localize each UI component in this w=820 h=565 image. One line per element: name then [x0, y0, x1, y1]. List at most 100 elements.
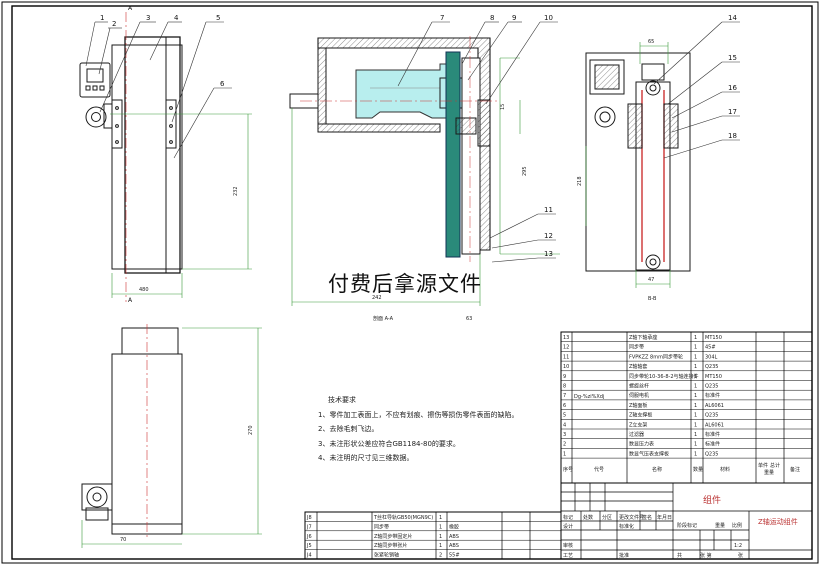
bom-row-name: Z立支架: [629, 421, 647, 428]
bom-row-material: ABS: [449, 543, 459, 549]
bom-header-total-weight: 总计: [770, 462, 780, 469]
balloon-15: 15: [728, 54, 737, 62]
bom-row-qty: 1: [694, 374, 697, 380]
balloon-12: 12: [544, 232, 553, 240]
rear-view: [585, 52, 691, 272]
bom-row-name: 数显气压表支撑板: [629, 450, 669, 457]
bom-row-no: 5: [563, 413, 566, 419]
balloon-16: 16: [728, 84, 737, 92]
balloon-7: 7: [440, 14, 444, 22]
bom-row-material: Q235: [705, 451, 718, 457]
bom-row-name: 伺服电机: [629, 392, 649, 399]
filter-body: [85, 106, 107, 128]
balloon-17: 17: [728, 108, 737, 116]
bom-row-material: Q235: [705, 364, 718, 370]
bom-row-material: MT150: [705, 374, 722, 380]
tb-sheet-total: 共: [677, 552, 682, 559]
side-knob-core: [92, 492, 102, 502]
bom-row-name: 张紧轮销轴: [374, 552, 399, 559]
bom-row-no: 9: [563, 374, 566, 380]
bom-row-qty: 1: [694, 354, 697, 360]
requirement-item: 4、未注明的尺寸见三维数据。: [318, 454, 414, 462]
bom-row-name: Z轴同步带固定片: [374, 533, 412, 540]
bom-row-name: 螺旋丝杆: [629, 383, 649, 390]
bom-row-qty: 1: [439, 534, 442, 540]
requirements-title: 技术要求: [328, 396, 356, 404]
balloon-14: 14: [728, 14, 737, 22]
bom-row-material: 55#: [449, 553, 460, 559]
tb-zone: 分区: [602, 514, 612, 521]
rail-block: [477, 99, 491, 147]
tb-sign: 签名: [642, 514, 652, 521]
balloon-4: 4: [174, 14, 179, 22]
balloon-11: 11: [544, 206, 553, 214]
pressure-gauge-button: [85, 85, 91, 91]
front-view: [79, 36, 183, 274]
balloon-9: 9: [512, 14, 516, 22]
bom-row-name: 数显压力表: [629, 441, 654, 448]
tb-check: 审核: [563, 542, 573, 549]
side-top-block: [121, 327, 179, 355]
pressure-gauge-housing: [79, 62, 111, 98]
bom-row-no: J7: [306, 524, 312, 530]
tb-stage: 阶段标记: [677, 522, 697, 529]
bom-row-qty: 1: [694, 335, 697, 341]
dim-label: 63: [466, 316, 472, 322]
bom-header-material: 材料: [720, 466, 730, 473]
bearing-block: [455, 117, 477, 135]
bom-row-no: J8: [306, 515, 312, 521]
leader-lines-view2: [397, 21, 558, 263]
bom-row-no: 3: [563, 432, 566, 438]
filter-rear-core: [599, 111, 611, 123]
pulley-bottom: [645, 254, 661, 270]
guide-plate: [445, 51, 461, 258]
bom-upper-table: [560, 331, 813, 484]
pressure-gauge-button: [92, 85, 98, 91]
bom-row-material: 304L: [705, 354, 718, 360]
bom-row-material: 标准件: [705, 441, 720, 448]
section-view: [289, 37, 491, 258]
servo-motor: [355, 63, 449, 119]
dim-label: 218: [577, 176, 583, 186]
tb-weight: 重量: [715, 522, 725, 529]
tb-approve: 批准: [619, 552, 629, 559]
bom-header-weight: 重量: [764, 469, 774, 476]
balloon-8: 8: [490, 14, 494, 22]
tb-design: 设计: [563, 523, 573, 530]
bom-header-qty: 数量: [693, 466, 703, 473]
tb-sheet-no: 张 第: [700, 552, 712, 559]
front-column-plate: [124, 36, 181, 274]
bom-row-name: Z轴同步带张片: [374, 542, 407, 549]
bom-row-no: J4: [306, 553, 312, 559]
bom-row-no: 8: [563, 384, 566, 390]
bom-row-material: 橡胶: [449, 523, 459, 530]
front-rail-hole: [115, 140, 119, 144]
bom-row-qty: 1: [694, 422, 697, 428]
bom-row-qty: 1: [694, 345, 697, 351]
bom-row-material: MT150: [705, 335, 722, 341]
section-mark-a-top: A: [128, 5, 133, 12]
pressure-gauge-button: [99, 85, 105, 91]
tb-process: 工艺: [563, 553, 573, 559]
tb-ratio: 比例: [732, 522, 742, 529]
bom-row-qty: 1: [694, 442, 697, 448]
belt-column: [635, 81, 671, 271]
bom-header-unit-weight: 单件: [758, 462, 768, 469]
bom-row-no: 11: [563, 354, 569, 360]
tb-date: 年月日: [657, 514, 672, 521]
bom-row-qty: 1: [694, 364, 697, 370]
bom-row-no: 2: [563, 442, 566, 448]
tb-mark: 标记: [563, 514, 573, 521]
front-rail-right: [165, 99, 177, 149]
tb-change: 更改文件号: [619, 514, 644, 521]
tb-standard: 标准化: [619, 523, 634, 530]
pressure-gauge-display: [86, 68, 104, 83]
side-view-dims: [81, 327, 262, 548]
balloon-13: 13: [544, 250, 553, 258]
bom-row-name: Z轴支撑板: [629, 412, 652, 419]
watermark: 付费后拿源文件: [328, 272, 482, 296]
balloon-1: 1: [100, 14, 104, 22]
